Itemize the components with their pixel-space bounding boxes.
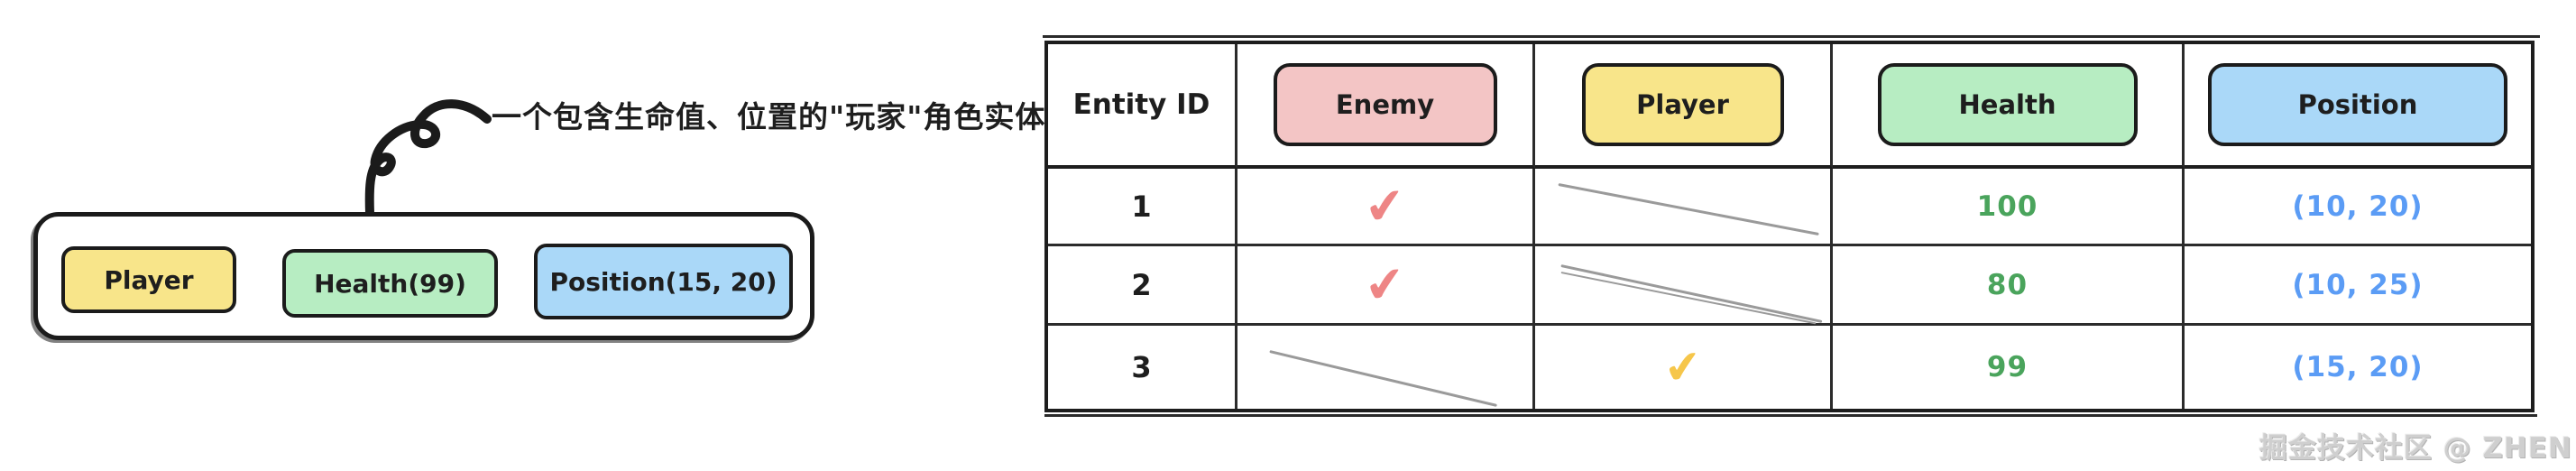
enemy-badge: Enemy bbox=[1273, 63, 1497, 146]
table-row-2-enemy: ✔ bbox=[1237, 246, 1535, 326]
entity-id-label: Entity ID bbox=[1072, 88, 1210, 121]
table-row-2-id: 2 bbox=[1048, 246, 1237, 326]
column-header-player: Player bbox=[1535, 44, 1833, 169]
table-row-3-position: (15, 20) bbox=[2292, 351, 2424, 383]
table-row-2-health: 80 bbox=[1833, 246, 2185, 326]
component-position: Position(15, 20) bbox=[534, 244, 793, 319]
watermark: 掘金技术社区 @ ZHEN bbox=[2259, 432, 2572, 465]
table-row-1-health: 100 bbox=[1833, 169, 2185, 246]
position-badge: Position bbox=[2208, 63, 2507, 146]
check-icon: ✔ bbox=[1361, 175, 1409, 236]
column-header-health: Health bbox=[1833, 44, 2185, 169]
column-header-entity-id: Entity ID bbox=[1048, 44, 1237, 169]
column-header-enemy: Enemy bbox=[1237, 44, 1535, 169]
curved-arrow-icon bbox=[364, 99, 492, 217]
table-row-3-enemy bbox=[1237, 326, 1535, 409]
entity-container: Player Health(99) Position(15, 20) bbox=[33, 212, 814, 340]
table-row-2-position: (10, 25) bbox=[2185, 246, 2531, 326]
table-row-1-id: 1 bbox=[1048, 169, 1237, 246]
component-player: Player bbox=[61, 246, 236, 313]
health-badge: Health bbox=[1877, 63, 2138, 146]
table-row-3-id: 3 bbox=[1048, 326, 1237, 409]
table-row-1-position: (10, 20) bbox=[2185, 169, 2531, 246]
component-health: Health(99) bbox=[282, 249, 498, 318]
slash-icon bbox=[1269, 350, 1497, 407]
entity-annotation: 一个包含生命值、位置的"玩家"角色实体 bbox=[492, 99, 1046, 134]
table-row-1-player bbox=[1535, 169, 1833, 246]
check-icon: ✔ bbox=[1661, 338, 1705, 396]
entity-table: Entity ID Enemy Player Health Position 1… bbox=[1043, 35, 2540, 417]
column-header-position: Position bbox=[2185, 44, 2531, 169]
slash-icon bbox=[1560, 272, 1817, 325]
table-row-1-enemy: ✔ bbox=[1237, 169, 1535, 246]
slash-icon bbox=[1560, 264, 1823, 323]
player-badge: Player bbox=[1581, 63, 1784, 146]
check-icon: ✔ bbox=[1361, 254, 1409, 315]
table-row-3-health: 99 bbox=[1833, 326, 2185, 409]
slash-icon bbox=[1558, 183, 1819, 236]
table-row-3-player: ✔ bbox=[1535, 326, 1833, 409]
table-row-2-player bbox=[1535, 246, 1833, 326]
